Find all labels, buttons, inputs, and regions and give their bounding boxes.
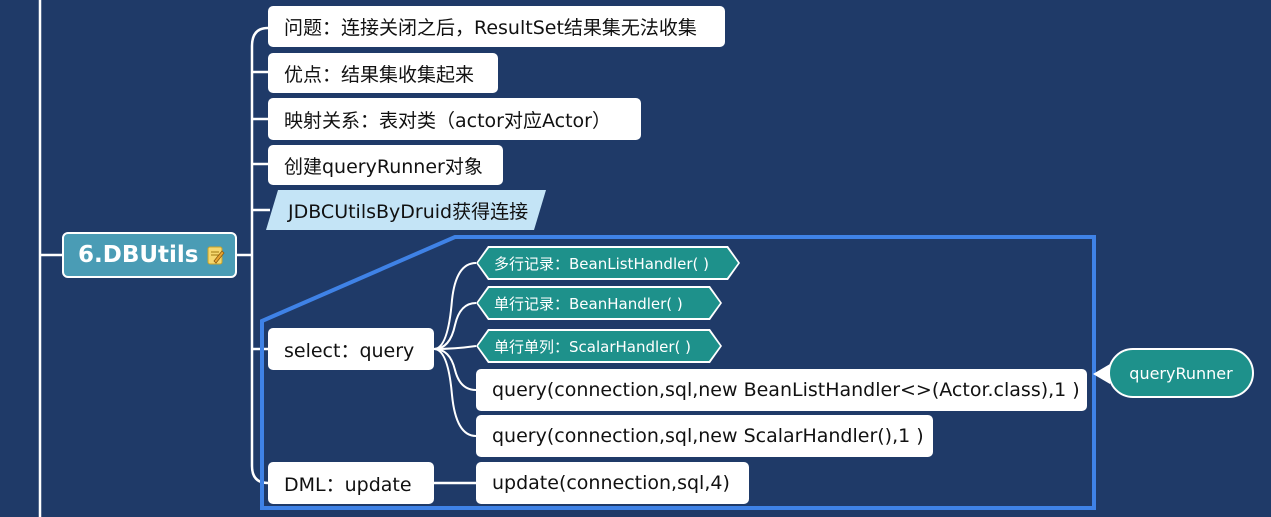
branch-connect-label: JDBCUtilsByDruid获得连接 [288, 200, 529, 223]
root-node[interactable]: 6.DBUtils [62, 232, 237, 278]
branch-mapping[interactable]: 映射关系：表对类（actor对应Actor） [268, 98, 641, 140]
branch-connect[interactable]: JDBCUtilsByDruid获得连接 [266, 190, 546, 230]
query-list-label: query(connection,sql,new BeanListHandler… [492, 379, 1080, 401]
branch-problem-label: 问题：连接关闭之后，ResultSet结果集无法收集 [284, 17, 697, 39]
handler-single-row-label: 单行记录：BeanHandler( ) [478, 288, 720, 318]
callout-label: queryRunner [1129, 363, 1233, 383]
link-query-list [433, 348, 477, 391]
branch-select-label: select：query [284, 339, 415, 362]
branch-dml[interactable]: DML：update [268, 462, 434, 504]
query-scalar-node[interactable]: query(connection,sql,new ScalarHandler()… [476, 415, 933, 457]
query-list-node[interactable]: query(connection,sql,new BeanListHandler… [476, 369, 1087, 411]
handler-single-row[interactable]: 单行记录：BeanHandler( ) [476, 286, 722, 320]
note-edit-icon[interactable] [207, 245, 225, 265]
callout-pointer [1093, 364, 1110, 384]
update-node[interactable]: update(connection,sql,4) [476, 462, 749, 504]
branch-mapping-label: 映射关系：表对类（actor对应Actor） [284, 109, 611, 132]
branch-spine [250, 26, 269, 485]
link-single-row [433, 302, 477, 350]
branch-create-label: 创建queryRunner对象 [284, 155, 483, 178]
branch-dml-label: DML：update [284, 473, 412, 496]
branch-select[interactable]: select：query [268, 328, 434, 370]
link-multi-row [433, 262, 477, 350]
handler-single-col-label: 单行单列：ScalarHandler( ) [478, 331, 720, 361]
branch-create[interactable]: 创建queryRunner对象 [268, 145, 503, 185]
handler-single-col[interactable]: 单行单列：ScalarHandler( ) [476, 329, 722, 363]
branch-problem[interactable]: 问题：连接关闭之后，ResultSet结果集无法收集 [268, 6, 725, 47]
handler-multi-row[interactable]: 多行记录：BeanListHandler( ) [476, 246, 740, 280]
link-query-scalar [433, 348, 477, 437]
handler-multi-row-label: 多行记录：BeanListHandler( ) [478, 248, 738, 278]
root-label: 6.DBUtils [78, 242, 199, 268]
branch-advantage-label: 优点：结果集收集起来 [284, 63, 475, 86]
update-label: update(connection,sql,4) [492, 472, 730, 494]
query-scalar-label: query(connection,sql,new ScalarHandler()… [492, 425, 924, 447]
branch-advantage[interactable]: 优点：结果集收集起来 [268, 53, 498, 93]
callout-queryrunner[interactable]: queryRunner [1108, 348, 1254, 398]
